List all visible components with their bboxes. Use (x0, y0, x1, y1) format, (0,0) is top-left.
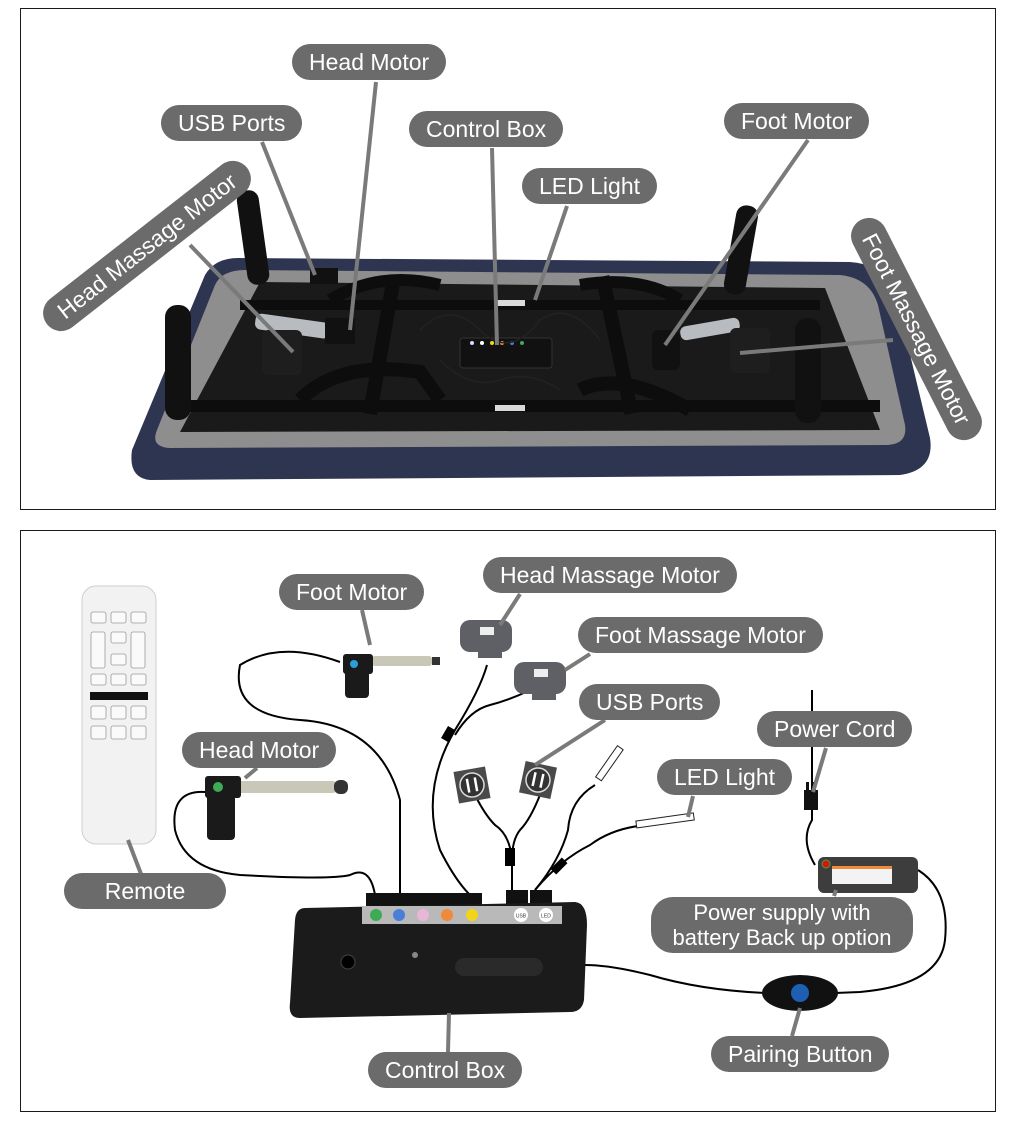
power-supply-illustration (804, 782, 918, 893)
leader-usb-ports (260, 141, 317, 276)
pairing-button-illustration (762, 975, 838, 1011)
callout-pairing-button: Pairing Button (711, 1036, 890, 1072)
callout-led-light-component: LED Light (657, 759, 793, 795)
callout-control-box: Control Box (409, 111, 564, 147)
callout-control-box-component: Control Box (368, 1052, 523, 1088)
leader-power-cord (811, 747, 828, 793)
callout-head-motor: Head Motor (292, 44, 447, 80)
leader-foot-massage-motor (739, 338, 894, 355)
leader-power-supply (832, 889, 838, 897)
foot-motor-illustration (343, 654, 440, 698)
bed-base-illustration (131, 190, 931, 480)
led-strips (594, 745, 695, 829)
callout-remote: Remote (64, 873, 226, 909)
leader-remote (126, 839, 143, 875)
cables (173, 650, 947, 994)
callout-usb-ports-component: USB Ports (579, 684, 721, 720)
port-power-icon (466, 909, 478, 921)
leader-led-light (686, 795, 695, 818)
leader-foot-motor (663, 138, 810, 347)
callout-head-motor-component: Head Motor (182, 732, 337, 768)
leader-foot-motor (360, 609, 372, 646)
leader-pairing-button (790, 1007, 802, 1037)
callout-head-massage-motor-component: Head Massage Motor (483, 557, 737, 593)
leader-head-massage-motor (188, 243, 295, 354)
head-massage-motor-illustration (460, 620, 512, 658)
power-supply-label-line1: Power supply with (693, 900, 871, 925)
callout-power-cord: Power Cord (757, 711, 913, 747)
usb-port-modules (441, 725, 568, 875)
port-foot-motor-icon (393, 909, 405, 921)
leader-led-light (533, 205, 569, 301)
callout-power-supply: Power supply with battery Back up option (651, 897, 913, 953)
leader-foot-massage-motor (563, 652, 592, 672)
leader-control-box (446, 1012, 451, 1053)
callout-foot-motor-component: Foot Motor (279, 574, 425, 610)
bottom-leader-lines (126, 592, 838, 1053)
callout-led-light: LED Light (522, 168, 658, 204)
port-head-motor-icon (370, 909, 382, 921)
control-box-illustration: USB LED (289, 890, 587, 1018)
components-diagram-panel (20, 530, 996, 1112)
port-usb-text: USB (516, 914, 527, 920)
port-usb-icon (514, 908, 528, 922)
foot-massage-motor-illustration (514, 662, 566, 700)
callout-usb-ports: USB Ports (161, 105, 303, 141)
callout-foot-massage-motor-component: Foot Massage Motor (578, 617, 823, 653)
remote-illustration (81, 585, 157, 845)
leader-head-massage-motor (498, 592, 522, 627)
port-foot-massage-icon (441, 909, 453, 921)
callout-foot-motor: Foot Motor (724, 103, 870, 139)
leader-head-motor (243, 766, 259, 780)
leader-control-box (490, 147, 499, 346)
port-led-text: LED (541, 914, 551, 920)
leader-usb-ports (533, 718, 607, 767)
port-head-massage-icon (417, 909, 429, 921)
leader-head-motor (348, 81, 378, 331)
top-leader-lines (188, 81, 894, 355)
power-supply-label-line2: battery Back up option (672, 925, 892, 950)
head-motor-illustration (205, 776, 348, 840)
port-led-icon (539, 908, 553, 922)
